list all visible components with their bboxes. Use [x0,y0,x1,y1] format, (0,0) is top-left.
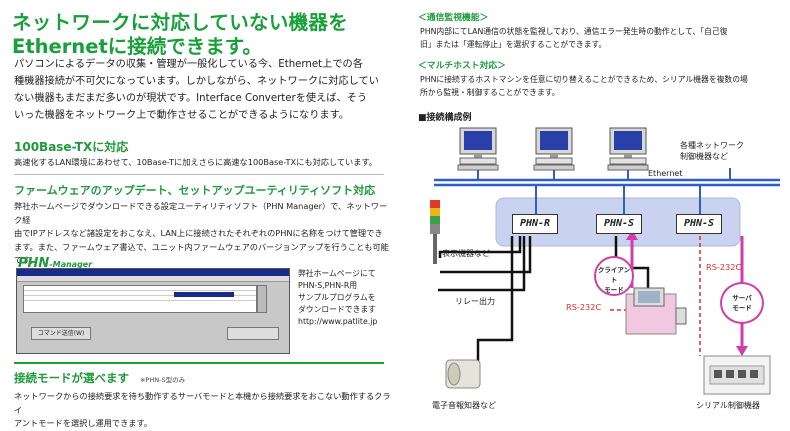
server-mode-text: モード [732,304,752,312]
relay-output-label: リレー出力 [455,297,495,306]
section-note-mode: ※PHN-S型のみ [140,376,186,384]
section-title-100base: 100Base-TXに対応 [14,140,129,154]
monitor-line: 旧」または「運転停止」を選択することができます。 [420,40,607,49]
phn-manager-screenshot: コマンド送信(W) [16,268,290,354]
send-command-button[interactable]: コマンド送信(W) [31,327,91,340]
speaker-icon [445,359,481,389]
multihost-line: 所から監視・制御することができます。 [420,88,560,97]
firmware-line: ます。また、ファームウェア書込で、ユニット内ファームウェアのバージョンアップを行… [14,241,389,266]
section-title-mode: 接続モードが選べます [14,371,129,385]
network-label-line: 各種ネットワーク [680,141,744,150]
pc-icon [533,127,575,171]
headline-line1: ネットワークに対応していない機器を [12,11,349,34]
intro-text: パソコンによるデータの収集・管理が一般化している今、Ethernet上での各 種… [14,56,384,124]
serial-device-label: シリアル制御機器 [696,401,760,410]
intro-line: 種機器接続が不可欠になっています。しかしながら、ネットワークに対応してい [14,76,379,87]
logo-main: PHN [18,256,50,271]
intro-line: いった機器をネットワーク上で動作させることができるようになります。 [14,110,349,121]
rs232c-label: RS-232C [706,262,742,272]
manager-note-line: 弊社ホームページにて [298,269,376,278]
client-mode-badge: クライアント モード [594,256,634,296]
multihost-title: ＜マルチホスト対応＞ [418,61,506,71]
client-mode-text: モード [604,286,624,294]
phn-s-unit: PHN-S [676,214,722,234]
diagram-title: ■接続構成例 [418,113,472,123]
intro-line: ない機器もまだまだ多いのが現状です。Interface Converterを使え… [14,93,368,104]
phn-s-unit: PHN-S [596,214,642,234]
firmware-line: 弊社ホームページでダウンロードできる設定ユーティリティソフト（PHN Manag… [14,201,388,225]
server-mode-badge: サーバ モード [720,282,764,324]
scroll-bar[interactable] [257,285,267,313]
section-text-mode: ネットワークからの接続要求を待ち動作するサーバモードと本機から接続要求をおこない… [14,390,394,431]
menu-bar [17,276,289,282]
window-titlebar [17,269,289,276]
divider-green [14,362,384,364]
headline-line2: Ethernetに接続できます。 [12,35,262,58]
terminal-device-icon [625,287,687,335]
serial-controller-icon [703,355,771,395]
window-button-2[interactable] [227,327,279,340]
network-label: 各種ネットワーク 制御機器など [680,140,744,162]
selected-row [174,292,234,297]
pc-icon [457,127,499,171]
device-list [23,285,257,313]
logo-sub: -Manager [49,260,93,269]
intro-line: パソコンによるデータの収集・管理が一般化している今、Ethernet上での各 [14,59,363,70]
monitor-line: PHN内部にてLAN通信の状態を監視しており、通信エラー発生時の動作として、「自… [420,27,728,36]
client-mode-text: クライアント [597,266,631,284]
server-mode-text: サーバ [732,294,752,302]
manager-note-line: ダウンロードできます [298,305,376,314]
manager-url[interactable]: http://www.patlite.jp [298,317,378,326]
section-title-firmware: ファームウェアのアップデート、セットアップユーティリティソフト対応 [14,184,376,197]
section-text-firmware: 弊社ホームページでダウンロードできる設定ユーティリティソフト（PHN Manag… [14,200,394,268]
signal-tower-icon [430,200,440,264]
mode-line: アントモードを選択し運用できます。 [14,418,153,428]
phn-manager-logo: PHN-Manager [18,252,92,271]
manager-note: 弊社ホームページにて PHN-S,PHN-R用 サンプルプログラムを ダウンロー… [298,268,393,328]
firmware-line: 由でIPアドレスなど諸設定をおこなえ、LAN上に接続されたそれぞれのPHNに名称… [14,228,383,238]
network-label-line: 制御機器など [680,152,728,161]
rs232c-label: RS-232C [566,302,602,312]
section-text-100base: 高速化するLAN環境にあわせて、10Base-Tに加えさらに高速な100Base… [14,157,377,167]
manager-note-line: サンプルプログラムを [298,293,376,302]
speaker-label: 電子音報知器など [432,401,496,410]
multihost-line: PHNに接続するホストマシンを任意に切り替えることができるため、シリアル機器を複… [420,75,748,84]
monitor-title: ＜通信監視機能＞ [418,13,489,23]
multihost-text: PHNに接続するホストマシンを任意に切り替えることができるため、シリアル機器を複… [420,73,780,99]
phn-r-unit: PHN-R [512,214,558,234]
mode-line: ネットワークからの接続要求を待ち動作するサーバモードと本機から接続要求をおこない… [14,391,391,415]
manager-note-line: PHN-S,PHN-R用 [298,281,358,290]
display-device-label: 表示機器など [442,249,490,258]
ethernet-label: Ethernet [648,169,683,178]
divider [14,174,384,175]
pc-icon [607,127,649,171]
monitor-text: PHN内部にてLAN通信の状態を監視しており、通信エラー発生時の動作として、「自… [420,25,780,51]
